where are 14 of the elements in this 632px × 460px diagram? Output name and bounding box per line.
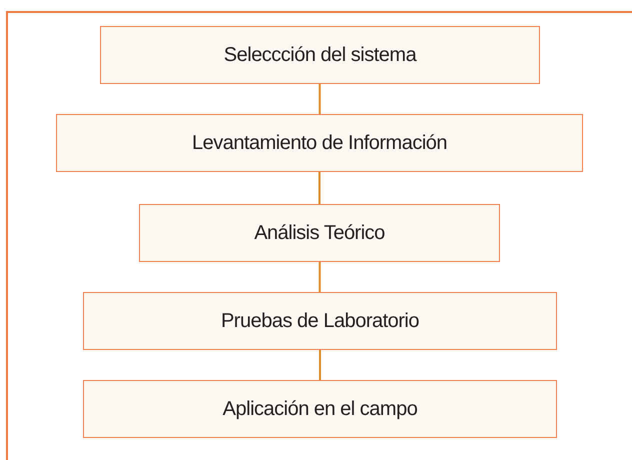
connector-line bbox=[318, 262, 321, 292]
connector-line bbox=[318, 84, 321, 114]
step-label: Seleccción del sistema bbox=[224, 43, 416, 68]
connector-line bbox=[319, 350, 321, 380]
process-box bbox=[139, 204, 500, 262]
step-label: Análisis Teórico bbox=[254, 221, 385, 246]
process-box bbox=[83, 380, 557, 438]
step-label: Levantamiento de Información bbox=[192, 131, 448, 156]
step-label: Pruebas de Laboratorio bbox=[220, 309, 420, 334]
step-label: Aplicación en el campo bbox=[222, 397, 418, 422]
process-box bbox=[83, 292, 557, 350]
process-box bbox=[56, 114, 583, 172]
process-box bbox=[100, 26, 540, 84]
connector-line bbox=[318, 172, 320, 204]
